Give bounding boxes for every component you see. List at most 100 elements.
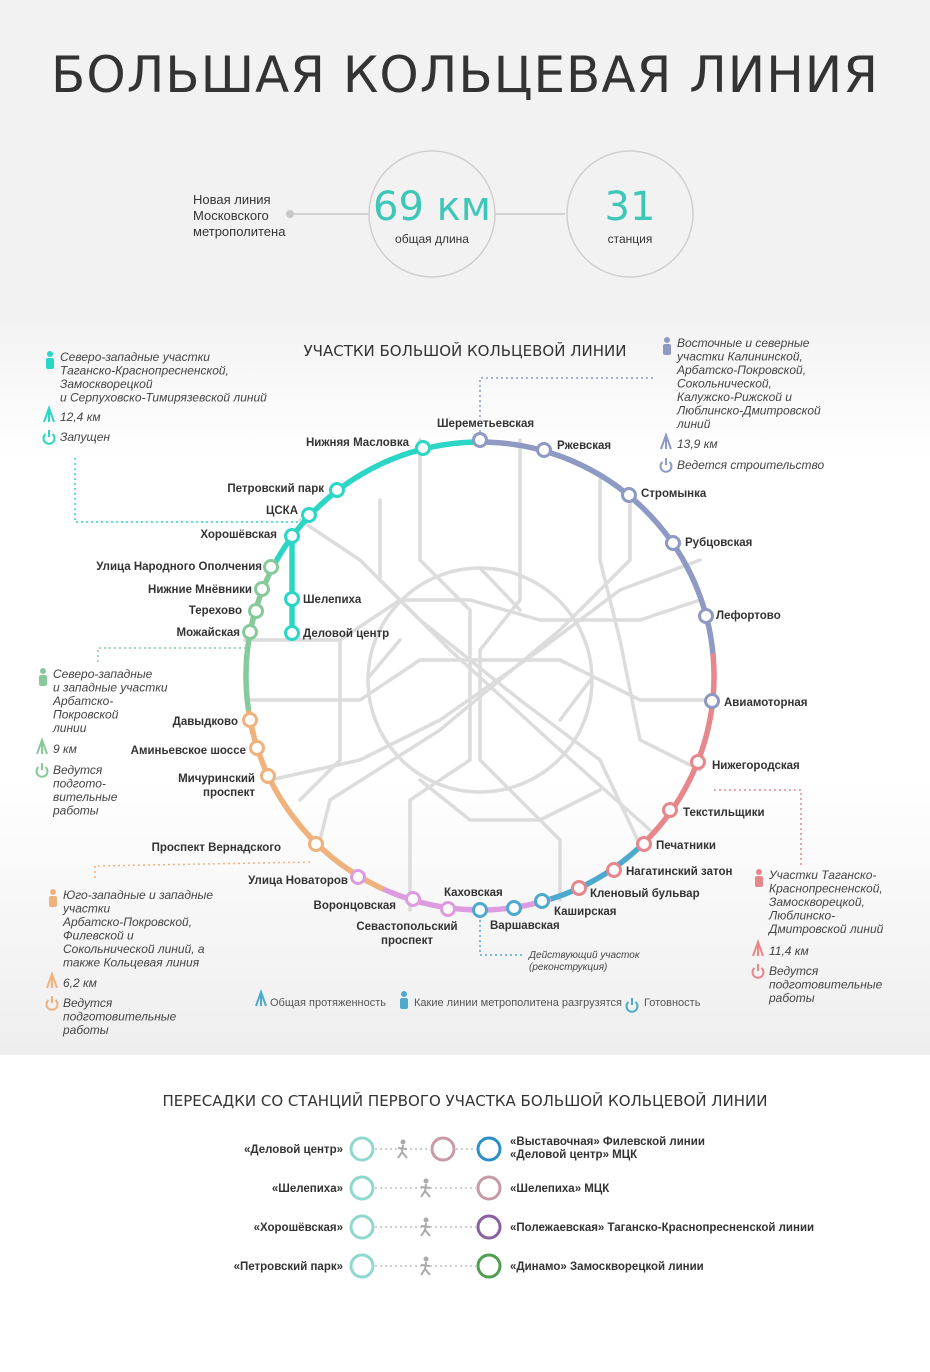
person-icon [663, 344, 671, 355]
existing-section-note: Действующий участок(реконструкция) [528, 950, 641, 973]
station-label: Каховская [444, 887, 503, 899]
person-icon [400, 998, 408, 1009]
callout-leader [479, 920, 522, 956]
intro-text: Новая линия Московского метрополитена [193, 192, 286, 239]
legend-length: Общая протяженность [270, 997, 386, 1009]
station-label: Каширская [554, 906, 617, 918]
length-icon [752, 939, 764, 957]
ring-segment-south [378, 885, 552, 913]
bkl-station-circle [349, 1175, 375, 1201]
length-icon [43, 405, 55, 423]
station-label: Терехово [189, 605, 242, 617]
callout-leader [97, 647, 248, 662]
station-marker [405, 891, 421, 907]
station-marker [242, 624, 258, 640]
station-marker [690, 754, 706, 770]
map-section [0, 325, 930, 1055]
transfers-title: ПЕРЕСАДКИ СО СТАНЦИЙ ПЕРВОГО УЧАСТКА БОЛ… [162, 1091, 767, 1110]
station-marker [249, 740, 265, 756]
station-label: Рубцовская [685, 537, 752, 549]
transfer-from: «Петровский парк» [234, 1261, 343, 1273]
station-marker [242, 712, 258, 728]
metro-line-4 [378, 498, 652, 832]
person-icon [664, 337, 670, 343]
page-title: БОЛЬШАЯ КОЛЬЦЕВАЯ ЛИНИЯ [51, 46, 879, 104]
station-marker [665, 535, 681, 551]
map-title: УЧАСТКИ БОЛЬШОЙ КОЛЬЦЕВОЙ ЛИНИИ [304, 341, 627, 360]
station-marker [698, 608, 714, 624]
power-icon [659, 461, 673, 473]
ring-segment-existing [545, 844, 643, 903]
station-label: Улица Народного Ополчения [96, 561, 262, 573]
station-label: Можайская [177, 627, 240, 639]
metro-line-10 [598, 478, 702, 772]
station-marker [284, 625, 300, 641]
person-icon [46, 358, 54, 369]
person-icon [401, 991, 407, 997]
station-label: Деловой центр [303, 628, 389, 640]
station-label: Лефортово [716, 610, 781, 622]
power-icon [42, 433, 56, 445]
station-label: Кленовый бульвар [590, 888, 700, 900]
length-icon [46, 971, 58, 989]
walking-person-icon [420, 1183, 431, 1198]
header-stats-graphic [286, 150, 694, 278]
bkl-station-circle [349, 1214, 375, 1240]
callout-leader [74, 458, 298, 523]
metro-line-2 [478, 438, 562, 902]
length-stat-circle [368, 150, 496, 278]
metro-line-9 [298, 638, 342, 802]
transfer-row: «Хорошёвская»«Полежаевская» Таганско-Кра… [254, 1214, 814, 1240]
station-marker [606, 862, 622, 878]
section-callout: Участки Таганско-Краснопресненской,Замос… [751, 868, 884, 1005]
walking-person-icon [420, 1261, 431, 1276]
transfer-row: «Шелепиха»«Шелепиха» МЦК [272, 1175, 610, 1201]
power-icon [45, 999, 59, 1011]
station-marker [506, 900, 522, 916]
callout-leader [94, 861, 313, 878]
station-label: Авиамоторная [724, 697, 808, 709]
transfer-to: «Деловой центр» МЦК [510, 1149, 638, 1161]
stations-label: станция [607, 232, 653, 246]
station-marker [704, 693, 720, 709]
transfer-station-circle [430, 1136, 456, 1162]
transfer-station-circle [476, 1214, 502, 1240]
station-marker [248, 603, 264, 619]
transfers-section [0, 1055, 930, 1372]
station-marker [636, 836, 652, 852]
background-metro-map [243, 438, 714, 912]
station-marker [534, 893, 550, 909]
transfer-from: «Шелепиха» [272, 1183, 343, 1195]
station-marker [440, 901, 456, 917]
station-marker [254, 581, 270, 597]
person-icon [49, 896, 57, 907]
station-label: Ржевская [557, 440, 611, 452]
ring-segment-east [475, 439, 716, 659]
station-marker [284, 528, 300, 544]
transfer-row: «Петровский парк» «Динамо» Замоскворецкой… [234, 1253, 704, 1279]
section-length: 6,2 км [63, 976, 97, 990]
walking-person-icon [423, 1217, 429, 1223]
transfer-to: «Динамо» Замоскворецкой линии [510, 1261, 704, 1273]
station-label: Нижняя Масловка [306, 437, 410, 449]
transfer-to: «Полежаевская» Таганско-Краснопресненско… [510, 1222, 814, 1234]
station-marker [536, 442, 552, 458]
station-marker [472, 432, 488, 448]
person-icon [755, 876, 763, 887]
legend-status: Готовность [644, 997, 701, 1009]
power-icon [35, 766, 49, 778]
station-label: Шелепиха [303, 594, 362, 606]
station-label: Печатники [656, 840, 716, 852]
station-label: Стромынка [641, 488, 707, 500]
stations-value: 31 [604, 184, 656, 230]
transfers-table: «Деловой центр»«Выставочная» Филевской л… [234, 1136, 814, 1279]
length-label: общая длина [395, 232, 469, 246]
metro-line-7 [268, 558, 702, 782]
